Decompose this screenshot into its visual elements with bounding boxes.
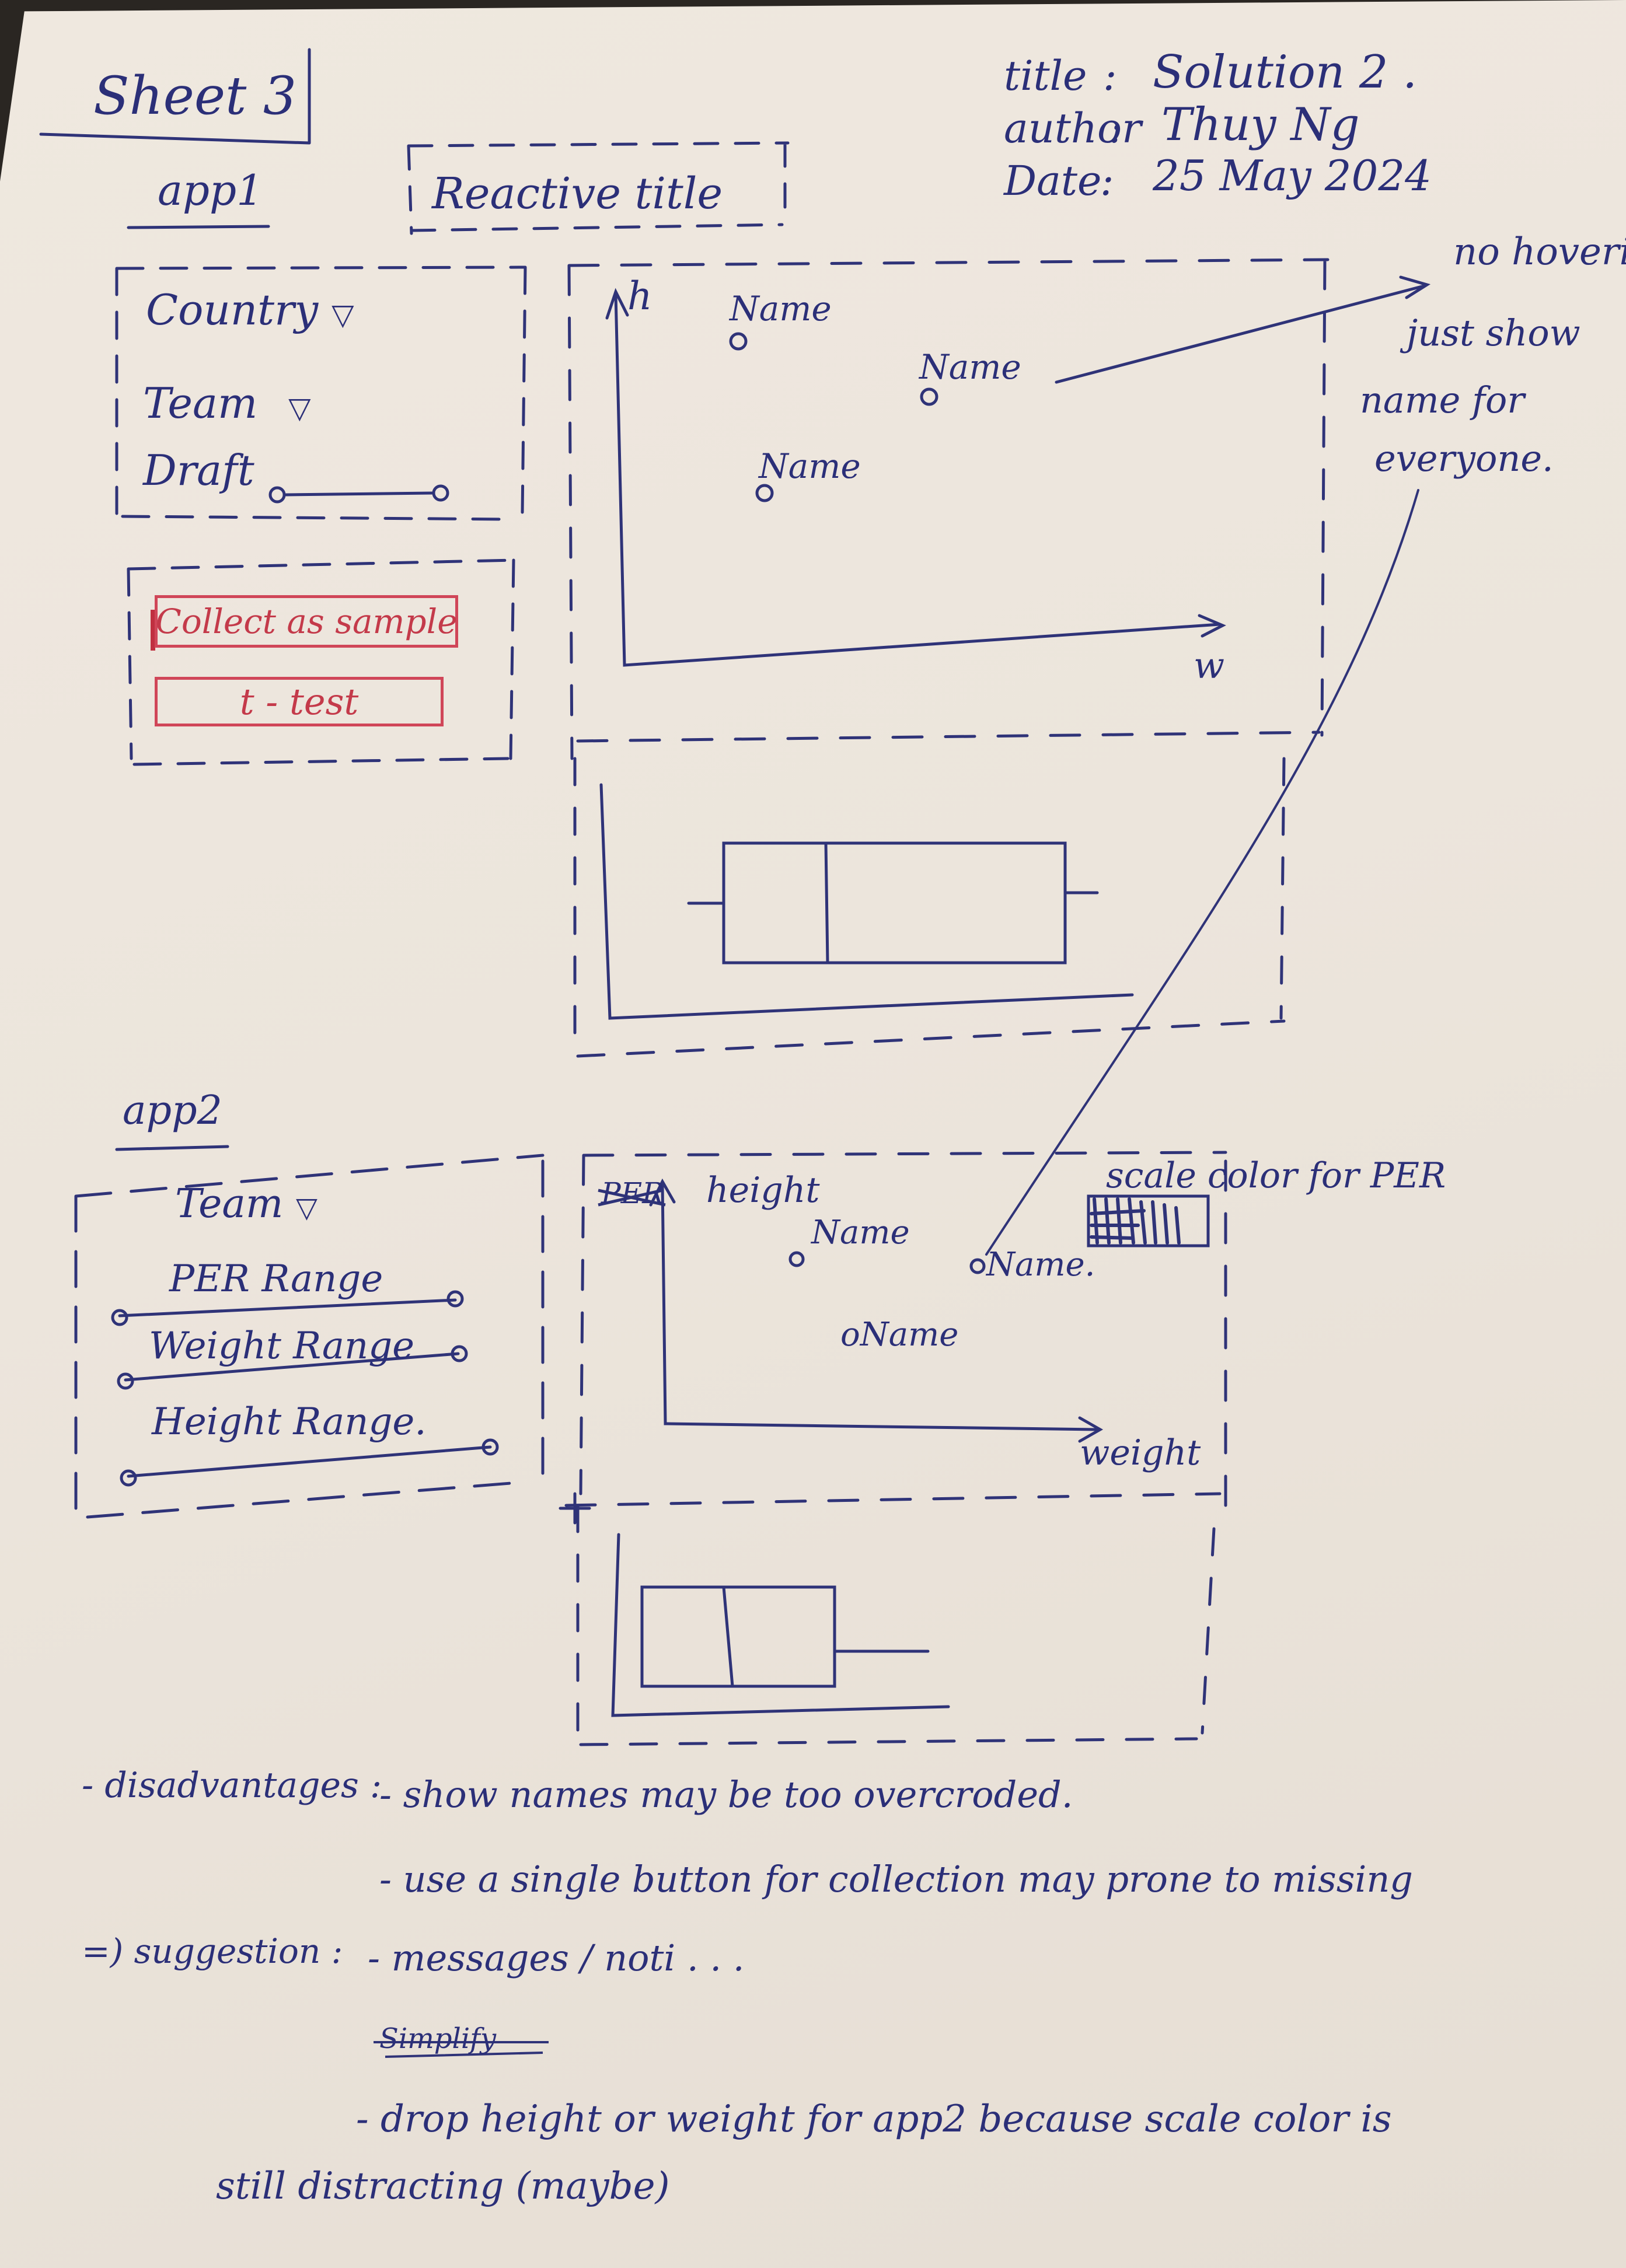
- meta-author-value: Thuy Ng: [1161, 99, 1360, 151]
- final-suggestion-line: still distracting (maybe): [216, 2165, 670, 2208]
- sheet-label: Sheet 3: [93, 65, 297, 127]
- t-test-label: t - test: [239, 680, 359, 723]
- height-range-slider[interactable]: [120, 1438, 499, 1485]
- weight-range-slider[interactable]: [117, 1345, 467, 1386]
- app2-team-dropdown[interactable]: Team ▽: [175, 1184, 317, 1224]
- app2-point-label: oName: [840, 1316, 959, 1354]
- meta-author-key: author: [1004, 104, 1142, 152]
- country-label: Country: [146, 285, 319, 334]
- suggestion-label: =) suggestion :: [82, 1931, 343, 1971]
- triangle-down-icon: ▽: [332, 298, 354, 331]
- per-scale-note: scale color for PER: [1106, 1155, 1446, 1196]
- struck-word: Simplify: [379, 2022, 497, 2055]
- collect-sample-label: Collect as sample: [155, 602, 458, 641]
- country-dropdown[interactable]: Country ▽: [146, 289, 354, 331]
- triangle-down-icon: ▽: [295, 1191, 317, 1224]
- disadvantages-label: - disadvantages :: [82, 1765, 382, 1806]
- app1-label: app1: [158, 166, 263, 215]
- app1-y-axis-label: h: [627, 274, 653, 319]
- per-range-label: PER Range: [169, 1257, 383, 1301]
- app2-y-axis-label: height: [706, 1170, 820, 1211]
- final-suggestion-line: - drop height or weight for app2 because…: [356, 2098, 1392, 2141]
- note-line: everyone.: [1374, 437, 1554, 480]
- note-line: no hovering: [1453, 230, 1626, 274]
- note-line: just show: [1407, 312, 1580, 354]
- app1-point-label: Name: [919, 347, 1021, 387]
- meta-colon-2: :: [1109, 104, 1123, 152]
- draft-range-slider[interactable]: [268, 484, 449, 508]
- app2-label: app2: [123, 1088, 222, 1134]
- height-range-label: Height Range.: [152, 1400, 427, 1444]
- app2-point-label: Name: [811, 1214, 910, 1252]
- app1-point-label: Name: [730, 289, 832, 329]
- app2-team-label: Team: [175, 1181, 284, 1227]
- meta-date-value: 25 May 2024: [1153, 151, 1432, 200]
- crossed-per-label: PER: [601, 1176, 664, 1210]
- draft-label: Draft: [143, 446, 254, 495]
- app2-point-label: Name.: [986, 1246, 1095, 1284]
- app2-x-axis-label: weight: [1080, 1432, 1201, 1473]
- reactive-title: Reactive title: [432, 169, 723, 219]
- app1-point-label: Name: [759, 446, 861, 486]
- suggestion-item: - messages / noti . . .: [368, 1937, 745, 1979]
- per-range-slider[interactable]: [111, 1295, 467, 1325]
- team-dropdown[interactable]: Team ▽: [143, 382, 311, 424]
- team-label: Team: [143, 379, 258, 428]
- meta-colon-1: :: [1103, 52, 1117, 100]
- t-test-button[interactable]: t - test: [155, 677, 444, 726]
- disadvantage-item: - use a single button for collection may…: [379, 1858, 1413, 1900]
- triangle-down-icon: ▽: [288, 391, 311, 425]
- meta-title-value: Solution 2 .: [1153, 46, 1418, 99]
- meta-date-key: Date: [1004, 157, 1102, 205]
- meta-title-key: title: [1004, 52, 1087, 100]
- note-line: name for: [1360, 379, 1524, 421]
- weight-range-label: Weight Range: [149, 1325, 415, 1368]
- app1-x-axis-label: w: [1194, 644, 1225, 687]
- disadvantage-item: - show names may be too overcroded.: [379, 1773, 1073, 1816]
- collect-sample-button[interactable]: Collect as sample: [155, 595, 458, 648]
- meta-colon-3: :: [1100, 157, 1114, 205]
